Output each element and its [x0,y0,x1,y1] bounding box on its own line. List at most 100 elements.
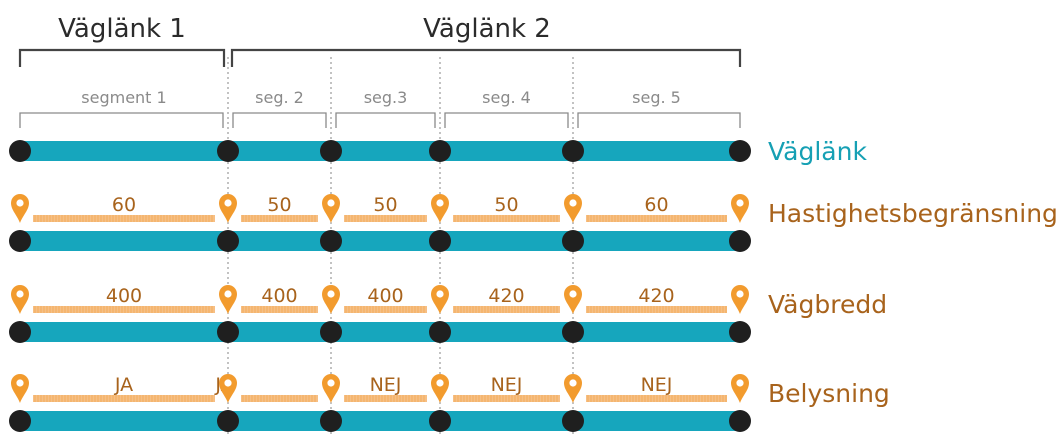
map-pin-shape [322,374,340,403]
attribute-bar [241,395,318,402]
link2-bracket [230,48,742,67]
attribute-bar [344,395,427,402]
node-dot-icon [9,321,31,343]
node-dot-icon [729,140,751,162]
map-pin-icon [322,285,340,314]
attribute-value: 60 [644,194,668,216]
attribute-bar-hatching [345,306,425,313]
row-link: Väglänk [9,137,867,166]
attribute-bar [586,215,727,222]
node-dot-icon [320,230,342,252]
node-dot-icon [729,321,751,343]
map-pin-icon [322,194,340,223]
attribute-bar [586,306,727,313]
row-lighting: JAJANEJNEJNEJBelysning [9,374,890,432]
link1-header: Väglänk 1 [58,14,186,44]
map-pin-icon [564,285,582,314]
attribute-bar-hatching [34,215,213,222]
map-pin-icon [564,374,582,403]
map-pin-hole [327,379,335,387]
attribute-value: JA [114,374,133,396]
road-bar [20,141,740,161]
map-pin-shape [731,374,749,403]
attribute-value: 50 [373,194,397,216]
map-pin-hole [569,290,577,298]
map-pin-hole [16,379,24,387]
link1-bracket [18,48,226,67]
attribute-bar-hatching [34,306,213,313]
attribute-bar [344,306,427,313]
map-pin-hole [736,199,744,207]
attribute-value: 50 [267,194,291,216]
row-label-link: Väglänk [768,137,867,166]
map-pin-shape [564,285,582,314]
map-pin-icon [219,285,237,314]
attribute-bar-hatching [345,215,425,222]
segment-bracket [444,112,569,128]
attribute-value: 420 [488,285,524,307]
attribute-bar-hatching [587,306,727,313]
segment-bracket [335,112,436,128]
map-pin-shape [11,374,29,403]
attribute-value: NEJ [491,374,523,396]
map-pin-icon [431,285,449,314]
attribute-value: 400 [261,285,297,307]
map-pin-shape [731,194,749,223]
attribute-value: 420 [638,285,674,307]
node-dot-icon [429,410,451,432]
segment-label: seg. 2 [255,88,304,107]
attribute-value: 60 [112,194,136,216]
node-dot-icon [729,230,751,252]
attribute-value: NEJ [370,374,402,396]
attribute-bar-hatching [345,395,425,402]
attribute-bar [453,215,560,222]
node-dot-icon [217,410,239,432]
map-pin-shape [322,285,340,314]
attribute-bar-hatching [454,395,558,402]
map-pin-icon [219,374,237,403]
road-bar [20,231,740,251]
attribute-bar [241,306,318,313]
map-pin-icon [731,285,749,314]
map-pin-icon [219,194,237,223]
map-pin-hole [16,290,24,298]
segment-label: seg.3 [364,88,408,107]
node-dot-icon [562,410,584,432]
map-pin-shape [731,285,749,314]
map-pin-hole [436,290,444,298]
map-pin-shape [11,194,29,223]
attribute-value: 400 [367,285,403,307]
map-pin-hole [327,199,335,207]
node-dot-icon [217,321,239,343]
segment-label: seg. 4 [482,88,531,107]
map-pin-icon [431,194,449,223]
map-pin-shape [564,194,582,223]
map-pin-hole [224,379,232,387]
node-dot-icon [429,140,451,162]
row-label-lighting: Belysning [768,379,890,408]
attribute-value: 50 [494,194,518,216]
attribute-bar-hatching [34,395,213,402]
attribute-value: NEJ [641,374,673,396]
attribute-bar-hatching [242,215,316,222]
attribute-bar-hatching [454,215,558,222]
attribute-bar-hatching [587,395,727,402]
map-pin-icon [322,374,340,403]
link2-header: Väglänk 2 [423,14,551,44]
attribute-bar [586,395,727,402]
attribute-bar-hatching [454,306,558,313]
map-pin-shape [219,374,237,403]
map-pin-hole [224,199,232,207]
node-dot-icon [320,321,342,343]
map-pin-icon [731,194,749,223]
map-pin-shape [564,374,582,403]
segment-bracket [19,112,224,128]
map-pin-icon [731,374,749,403]
map-pin-shape [431,194,449,223]
segment-bracket [577,112,741,128]
map-pin-shape [219,194,237,223]
map-pin-shape [431,285,449,314]
map-pin-hole [436,199,444,207]
